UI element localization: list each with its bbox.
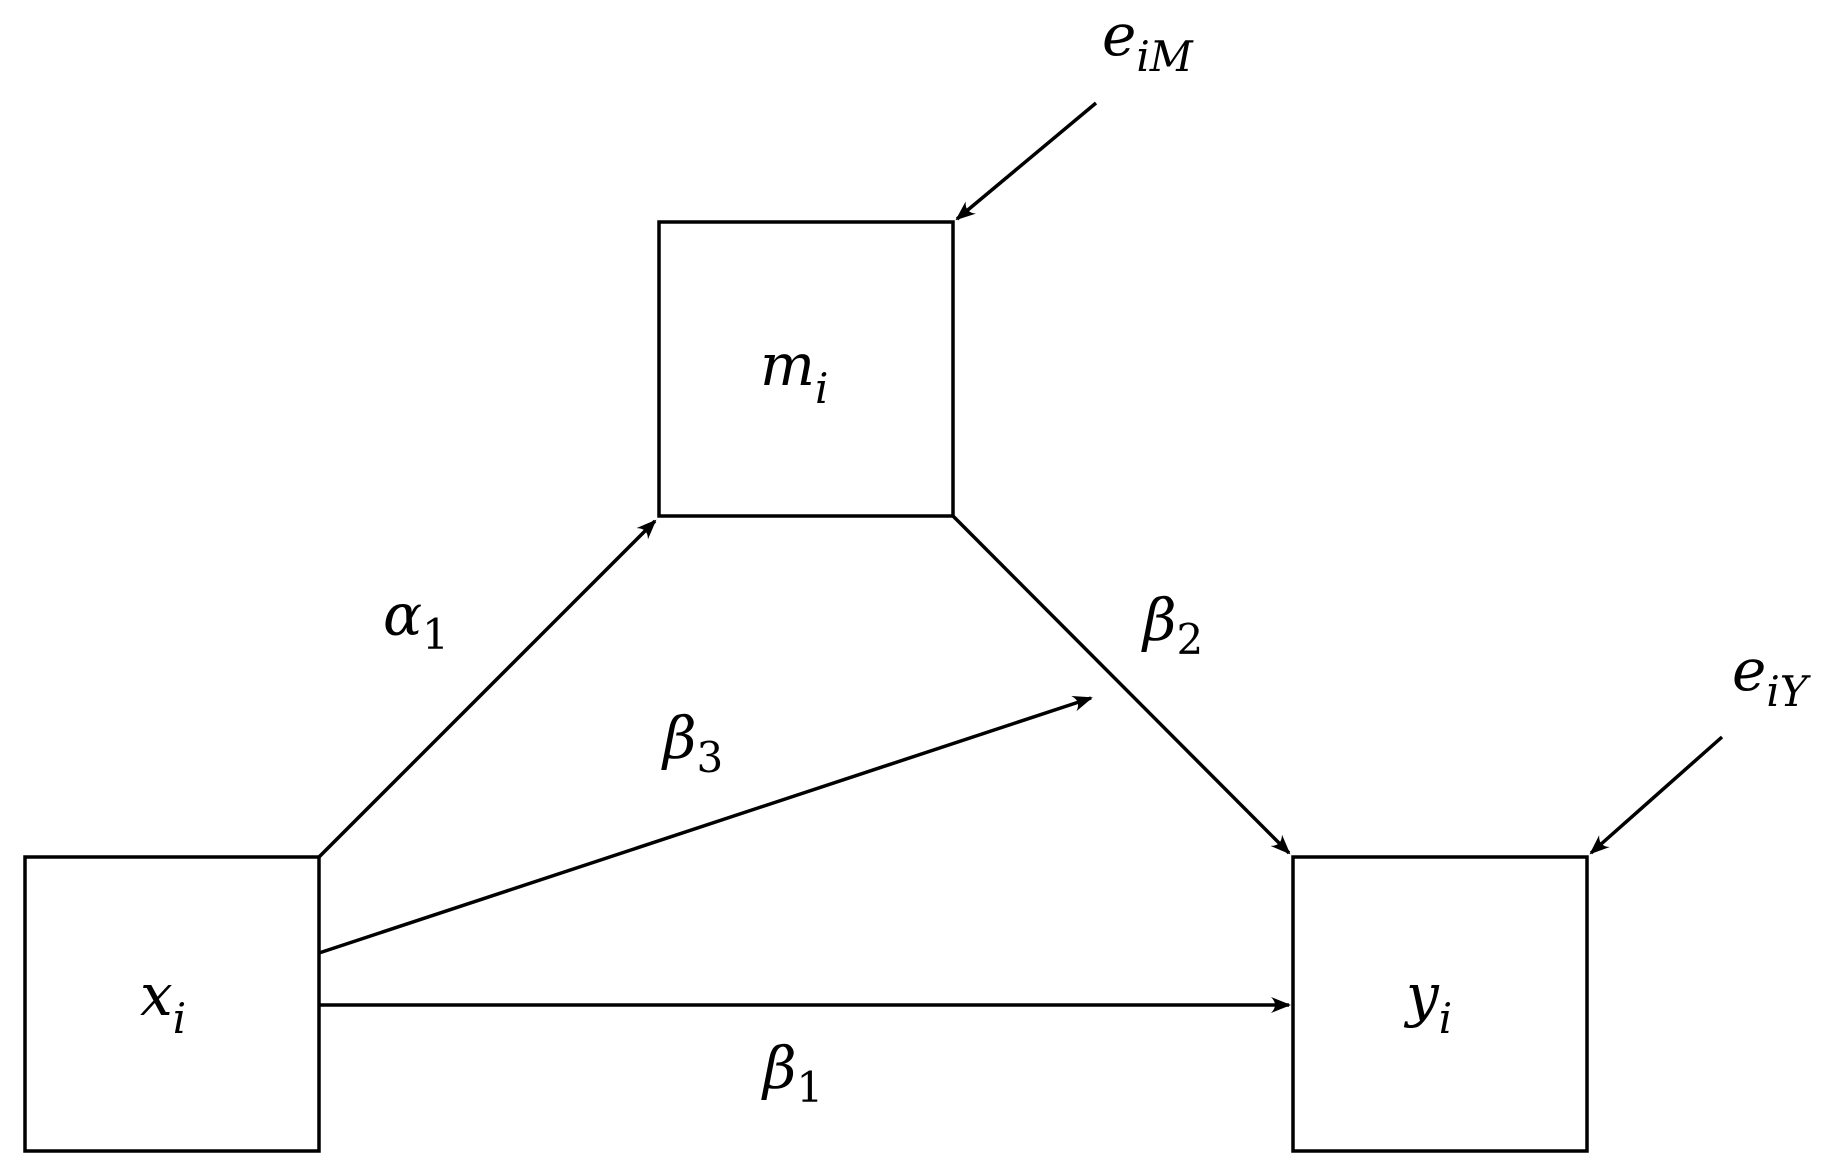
edge-x-to-m xyxy=(317,519,657,859)
edge-error-m xyxy=(955,101,1098,221)
node-y-label: yi xyxy=(1403,961,1452,1043)
path-beta3-label: β3 xyxy=(661,704,723,782)
node-x-box xyxy=(23,855,321,1153)
path-beta1-label: β1 xyxy=(761,1034,823,1112)
node-m-label: mi xyxy=(760,331,828,413)
node-m-box xyxy=(657,220,955,518)
edge-m-to-y xyxy=(951,514,1291,855)
path-alpha1-label: α1 xyxy=(383,581,449,659)
error-y-label: eiY xyxy=(1732,636,1812,716)
path-beta2-label: β2 xyxy=(1141,586,1203,664)
edge-x-to-m-y-path xyxy=(318,696,1093,955)
error-m-label: eiM xyxy=(1102,1,1194,81)
node-x-label: xi xyxy=(140,961,186,1043)
edge-error-y xyxy=(1589,735,1724,855)
node-y-box xyxy=(1291,855,1589,1153)
